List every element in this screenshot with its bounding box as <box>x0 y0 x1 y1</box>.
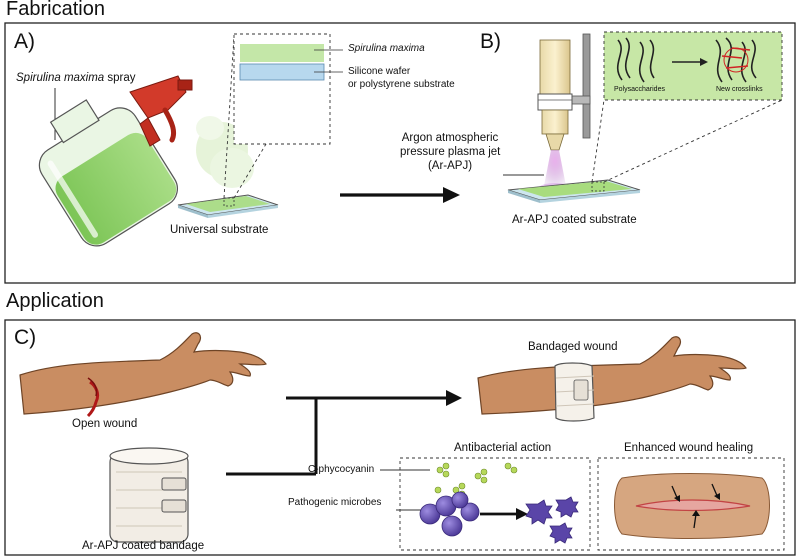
microbes-label: Pathogenic microbes <box>288 497 382 508</box>
bandage-label: Ar-APJ coated bandage <box>82 540 205 552</box>
spray-label-species: Spirulina maxima <box>16 72 105 84</box>
panel-b-label: B) <box>480 30 501 53</box>
layer-top-label: Spirulina maxima <box>348 43 425 54</box>
healing-skin <box>614 473 770 539</box>
layer-bottom-label-2: or polystyrene substrate <box>348 79 455 90</box>
layer-inset <box>233 33 343 145</box>
kill-arrow <box>480 508 528 520</box>
fabrication-arrow <box>340 187 460 203</box>
crosslink-inset <box>603 31 783 101</box>
healing-title: Enhanced wound healing <box>624 442 754 454</box>
layer-bottom-label-1: Silicone wafer <box>348 66 411 77</box>
healing-box <box>597 457 785 551</box>
jet-label-1: Argon atmospheric <box>401 132 499 144</box>
fabrication-title: Fabrication <box>6 0 105 20</box>
application-panel-frame <box>4 319 796 556</box>
c-phycocyanin-particles <box>434 462 518 498</box>
polysaccharides-label: Polysaccharides <box>614 86 665 93</box>
fabrication-panel-frame <box>4 22 796 284</box>
antibacterial-title: Antibacterial action <box>454 442 552 454</box>
application-connector <box>226 390 462 476</box>
bandaged-arm <box>477 336 747 422</box>
bandaged-wound-label: Bandaged wound <box>528 341 618 353</box>
application-title: Application <box>6 290 104 312</box>
bandage-roll <box>109 447 189 543</box>
panel-a-label: A) <box>14 30 35 53</box>
jet-label-2: pressure plasma jet <box>400 146 501 158</box>
spray-bottle <box>38 75 193 247</box>
open-wound-arm <box>19 332 267 418</box>
universal-substrate-slide <box>177 194 279 218</box>
panel-c-label: C) <box>14 326 37 349</box>
c-phycocyanin-label: C-phycocyanin <box>308 464 375 475</box>
open-wound-label: Open wound <box>72 418 138 430</box>
plasma-jet <box>537 33 591 193</box>
spray-label-suffix: spray <box>104 72 136 84</box>
damaged-microbes <box>525 496 579 544</box>
coated-substrate-caption: Ar-APJ coated substrate <box>512 214 637 226</box>
jet-label-3: (Ar-APJ) <box>427 160 473 172</box>
coated-substrate-slide <box>507 179 641 203</box>
new-crosslinks-label: New crosslinks <box>716 86 763 93</box>
antibacterial-box <box>399 457 591 551</box>
spray-label: Spirulina maxima spray <box>16 72 136 84</box>
universal-substrate-caption: Universal substrate <box>170 224 269 236</box>
pathogenic-microbes <box>419 491 480 537</box>
